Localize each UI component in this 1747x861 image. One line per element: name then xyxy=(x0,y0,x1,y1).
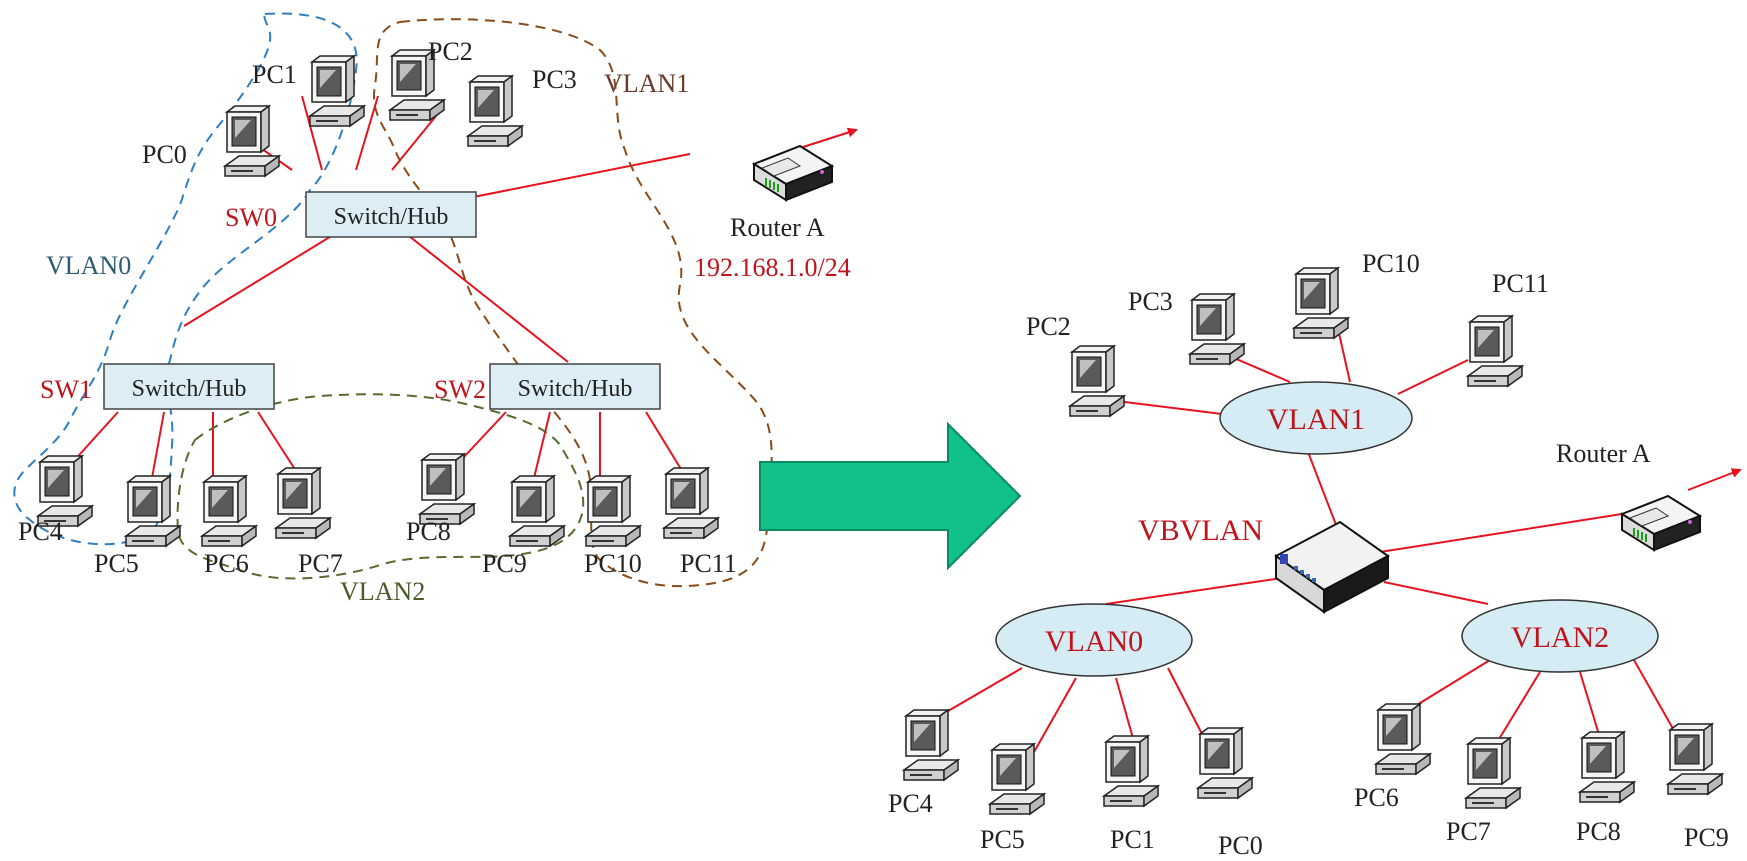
left-pc11-icon xyxy=(663,467,719,539)
right-pc2-label: PC2 xyxy=(1026,312,1071,341)
right-router-icon xyxy=(1621,495,1701,551)
vlan2-node: VLAN2 xyxy=(1461,599,1659,673)
right-pc6-icon xyxy=(1375,703,1431,775)
right-pc3-icon xyxy=(1189,293,1245,365)
right-pc2-icon xyxy=(1069,345,1125,417)
switch-sw1: Switch/Hub xyxy=(103,363,275,410)
right-pc7-label: PC7 xyxy=(1446,817,1491,846)
right-pc10-label: PC10 xyxy=(1362,249,1420,278)
vlan1-label: VLAN1 xyxy=(604,69,689,98)
right-pc1-icon xyxy=(1103,735,1159,807)
left-pc7-label: PC7 xyxy=(298,549,343,578)
left-pc1-label: PC1 xyxy=(252,60,297,89)
vbvlan-label: VBVLAN xyxy=(1138,514,1263,547)
right-pc0-label: PC0 xyxy=(1218,831,1263,860)
left-pc10-label: PC10 xyxy=(584,549,642,578)
left-pc6-label: PC6 xyxy=(204,549,249,578)
left-pc4-icon xyxy=(37,455,93,527)
right-pc0-icon xyxy=(1197,727,1253,799)
left-pc4-label: PC4 xyxy=(18,517,63,546)
vbvlan-switch-icon xyxy=(1274,520,1390,614)
right-pc10-icon xyxy=(1293,267,1349,339)
left-pc11-label: PC11 xyxy=(680,549,737,578)
right-links xyxy=(935,319,1677,753)
left-pc0-icon xyxy=(224,105,280,177)
right-pc5-label: PC5 xyxy=(980,825,1025,854)
sw2-label: SW2 xyxy=(434,375,486,404)
sw0-label: SW0 xyxy=(225,203,277,232)
switch-sw2-label: Switch/Hub xyxy=(518,376,633,402)
left-pc7-icon xyxy=(275,467,331,539)
left-pc3-icon xyxy=(467,75,523,147)
right-router-label: Router A xyxy=(1556,439,1651,468)
switch-sw2: Switch/Hub xyxy=(489,363,661,410)
right-pc9-icon xyxy=(1667,723,1723,795)
left-pc0-label: PC0 xyxy=(142,140,187,169)
left-pc9-label: PC9 xyxy=(482,549,527,578)
right-pc9-label: PC9 xyxy=(1684,823,1729,852)
right-pc11-icon xyxy=(1467,315,1523,387)
switch-sw0: Switch/Hub xyxy=(305,191,477,238)
right-pc4-icon xyxy=(903,709,959,781)
switch-sw0-label: Switch/Hub xyxy=(334,204,449,230)
left-pc3-label: PC3 xyxy=(532,65,577,94)
left-router-uplink-arrow xyxy=(799,127,858,149)
left-links xyxy=(61,95,691,480)
network-address: 192.168.1.0/24 xyxy=(694,253,851,282)
left-pc5-icon xyxy=(125,475,181,547)
left-pc10-icon xyxy=(585,475,641,547)
vlan2-label: VLAN2 xyxy=(340,577,425,606)
sw1-label: SW1 xyxy=(40,375,92,404)
transform-arrow xyxy=(759,421,1022,571)
right-pc6-label: PC6 xyxy=(1354,783,1399,812)
left-pc5-label: PC5 xyxy=(94,549,139,578)
vlan0-node-label: VLAN0 xyxy=(1045,625,1143,658)
right-pc7-icon xyxy=(1465,737,1521,809)
vlan0-node: VLAN0 xyxy=(995,603,1193,677)
right-pc4-label: PC4 xyxy=(888,789,933,818)
vlan0-label: VLAN0 xyxy=(46,251,131,280)
switch-sw1-label: Switch/Hub xyxy=(132,376,247,402)
left-pc8-icon xyxy=(419,453,475,525)
left-router-label: Router A xyxy=(730,213,825,242)
left-pc6-icon xyxy=(201,475,257,547)
vlan1-node-label: VLAN1 xyxy=(1267,403,1365,436)
left-router-icon xyxy=(753,145,833,201)
right-pc8-label: PC8 xyxy=(1576,817,1621,846)
vlan1-node: VLAN1 xyxy=(1219,381,1413,455)
left-pc9-icon xyxy=(509,475,565,547)
right-pc5-icon xyxy=(989,743,1045,815)
right-pc3-label: PC3 xyxy=(1128,287,1173,316)
right-router-uplink-arrow xyxy=(1687,468,1742,491)
vlan2-node-label: VLAN2 xyxy=(1511,621,1609,654)
right-pc1-label: PC1 xyxy=(1110,825,1155,854)
right-pc11-label: PC11 xyxy=(1492,269,1549,298)
vlan2-outline xyxy=(176,393,585,580)
left-pc8-label: PC8 xyxy=(406,517,451,546)
right-pc8-icon xyxy=(1579,731,1635,803)
left-pc2-label: PC2 xyxy=(428,37,473,66)
